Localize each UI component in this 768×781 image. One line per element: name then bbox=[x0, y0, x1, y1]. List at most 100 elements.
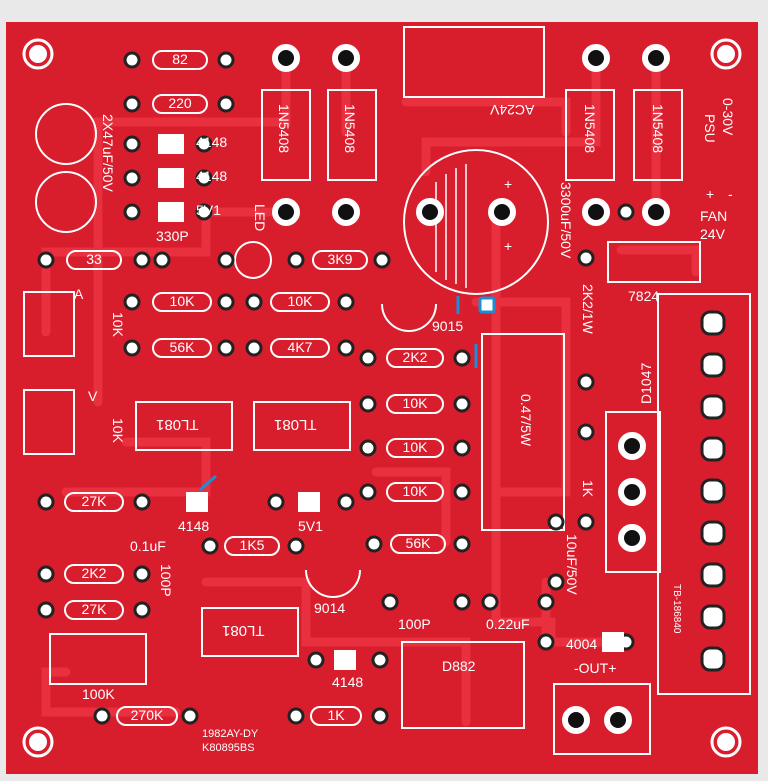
fan-label: FAN bbox=[700, 208, 728, 224]
cap-47uf-a bbox=[35, 103, 97, 165]
d1047-outline bbox=[605, 411, 661, 573]
resistor-56k-b: 56K bbox=[390, 534, 446, 554]
diode-4148-d-label: 4148 bbox=[332, 674, 364, 690]
resistor-047-label: 0.47/5W bbox=[518, 394, 534, 447]
diode-1n5408-b-label: 1N5408 bbox=[342, 104, 358, 154]
resistor-220-label: 220 bbox=[168, 95, 192, 111]
cap-3300-label: 3300uF/50V bbox=[558, 182, 574, 259]
cap-100p-a-label: 100P bbox=[158, 564, 174, 597]
d882-label: D882 bbox=[442, 658, 476, 674]
fan-plus: + bbox=[706, 186, 715, 202]
out-label: -OUT+ bbox=[574, 660, 617, 676]
psu-line2: PSU bbox=[702, 114, 718, 143]
out-connector bbox=[553, 683, 651, 755]
resistor-4k7: 4K7 bbox=[270, 338, 330, 358]
pot-v-value: 10K bbox=[110, 418, 126, 443]
resistor-270k-label: 270K bbox=[130, 707, 164, 723]
cap-47uf-b bbox=[35, 171, 97, 233]
reg-7824-label: 7824 bbox=[628, 288, 660, 304]
ac24v-connector bbox=[403, 26, 545, 98]
pot-a-outline bbox=[23, 291, 75, 357]
diode-1n5408-d-label: 1N5408 bbox=[650, 104, 666, 154]
resistor-82-label: 82 bbox=[172, 51, 188, 67]
led-outline bbox=[234, 241, 272, 279]
resistor-27k-b: 27K bbox=[64, 600, 124, 620]
copper-traces bbox=[41, 49, 701, 727]
blue-markers bbox=[199, 296, 496, 492]
resistor-33: 33 bbox=[66, 250, 122, 270]
resistor-27k-a-label: 27K bbox=[81, 493, 107, 509]
resistor-10k-c-label: 10K bbox=[402, 395, 428, 411]
big-pads bbox=[272, 44, 670, 734]
cap-01uf-label: 0.1uF bbox=[130, 538, 166, 554]
ic3-label: TL081 bbox=[222, 622, 265, 639]
resistor-10k-d: 10K bbox=[386, 438, 444, 458]
pads bbox=[37, 51, 635, 725]
q9015-label: 9015 bbox=[432, 318, 464, 334]
diode-1n5408-c-label: 1N5408 bbox=[582, 104, 598, 154]
resistor-1k-a-label: 1K bbox=[327, 707, 345, 723]
d882-outline bbox=[401, 641, 525, 729]
ac24v-label: AC24V bbox=[490, 102, 535, 118]
resistor-56k-b-label: 56K bbox=[405, 535, 431, 551]
heatsink-outline bbox=[657, 293, 751, 695]
cap-022uf-label: 0.22uF bbox=[486, 616, 530, 632]
fan-voltage-label: 24V bbox=[700, 226, 725, 242]
resistor-1k5-label: 1K5 bbox=[239, 537, 265, 553]
resistor-220: 220 bbox=[152, 94, 208, 114]
diode-1n5408-a-label: 1N5408 bbox=[276, 104, 292, 154]
reg-7824-outline bbox=[607, 241, 701, 283]
resistor-33-label: 33 bbox=[86, 251, 102, 267]
resistor-56k-a: 56K bbox=[152, 338, 212, 358]
cap-2x47-label: 2X47uF/50V bbox=[100, 114, 116, 192]
heatsink-label: TB-186840 bbox=[671, 584, 682, 634]
resistor-10k-a-label: 10K bbox=[169, 293, 195, 309]
resistor-27k-b-label: 27K bbox=[81, 601, 107, 617]
pot-v-label: V bbox=[88, 388, 98, 404]
d1047-label: D1047 bbox=[638, 362, 654, 404]
resistor-3k9: 3K9 bbox=[312, 250, 368, 270]
resistor-10k-b-label: 10K bbox=[287, 293, 313, 309]
q9014-label: 9014 bbox=[314, 600, 346, 616]
cap-10uf-label: 10uF/50V bbox=[564, 534, 580, 595]
cap-plus-b: + bbox=[504, 238, 513, 254]
resistor-10k-c: 10K bbox=[386, 394, 444, 414]
resistor-10k-d-label: 10K bbox=[402, 439, 428, 455]
pcb-artwork bbox=[22, 26, 751, 758]
pot-v-outline bbox=[23, 389, 75, 455]
cap-plus-a: + bbox=[504, 176, 513, 192]
cap-330p-label: 330P bbox=[156, 228, 189, 244]
resistor-1k5: 1K5 bbox=[224, 536, 280, 556]
diode-5v1-b-label: 5V1 bbox=[298, 518, 323, 534]
diode-4148-c-label: 4148 bbox=[178, 518, 210, 534]
diode-5v1-a-label: 5V1 bbox=[196, 202, 221, 218]
r047-outline bbox=[481, 333, 565, 531]
resistor-4k7-label: 4K7 bbox=[287, 339, 313, 355]
resistor-2k2-a-label: 2K2 bbox=[402, 349, 428, 365]
resistor-3k9-label: 3K9 bbox=[327, 251, 353, 267]
pcb-board: 82 220 33 3K9 10K 10K 56K 4K7 2K2 10K 10… bbox=[6, 22, 758, 774]
resistor-2k2-1w-label: 2K2/1W bbox=[580, 284, 596, 334]
resistor-2k2-a: 2K2 bbox=[386, 348, 444, 368]
cap-100p-b-label: 100P bbox=[398, 616, 431, 632]
resistor-2k2-b-label: 2K2 bbox=[81, 565, 107, 581]
psu-line1: 0-30V bbox=[720, 98, 736, 136]
resistor-1k-b-label: 1K bbox=[580, 480, 596, 498]
ic2-label: TL081 bbox=[274, 416, 317, 433]
diode-4148-b-label: 4148 bbox=[196, 168, 228, 184]
fan-minus: - bbox=[728, 186, 733, 202]
resistor-10k-e: 10K bbox=[386, 482, 444, 502]
diode-4004-label: 4004 bbox=[566, 636, 598, 652]
resistor-2k2-b: 2K2 bbox=[64, 564, 124, 584]
resistor-270k: 270K bbox=[116, 706, 178, 726]
resistor-82: 82 bbox=[152, 50, 208, 70]
trim-100k-outline bbox=[49, 633, 147, 685]
diode-4148-a-label: 4148 bbox=[196, 134, 228, 150]
resistor-10k-b: 10K bbox=[270, 292, 330, 312]
resistor-56k-a-label: 56K bbox=[169, 339, 195, 355]
resistor-10k-e-label: 10K bbox=[402, 483, 428, 499]
pot-a-value: 10K bbox=[110, 312, 126, 337]
trim-100k-label: 100K bbox=[82, 686, 115, 702]
ic1-label: TL081 bbox=[156, 416, 199, 433]
board-code-1: 1982AY-DY bbox=[202, 728, 259, 740]
